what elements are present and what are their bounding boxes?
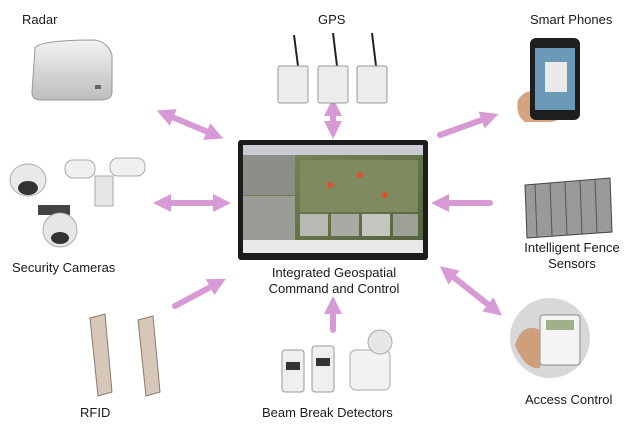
- label-gps: GPS: [318, 12, 346, 27]
- label-fence-line1: Intelligent Fence: [524, 240, 620, 255]
- command-monitor-icon: [238, 140, 428, 260]
- label-smart-phones: Smart Phones: [530, 12, 613, 27]
- label-beam-break: Beam Break Detectors: [262, 405, 393, 420]
- label-fence-line2: Sensors: [548, 256, 596, 271]
- label-rfid: RFID: [80, 405, 111, 420]
- smartphone-icon: [517, 38, 580, 122]
- label-access-control: Access Control: [525, 392, 613, 407]
- connection-arrows: [153, 98, 503, 333]
- security-camera-icon: [9, 157, 146, 248]
- radar-dome-icon: [31, 39, 113, 101]
- fence-sensor-icon: [524, 177, 613, 239]
- label-fence: Intelligent Fence Sensors: [520, 240, 624, 272]
- label-radar: Radar: [22, 12, 58, 27]
- access-keypad-icon: [510, 298, 590, 378]
- label-center-title: Integrated Geospatial Command and Contro…: [261, 265, 407, 297]
- label-security-cameras: Security Cameras: [12, 260, 116, 275]
- arrow-rfid: [172, 278, 226, 309]
- gps-transmitter-icon: [277, 32, 388, 104]
- rfid-gate-icon: [89, 313, 161, 397]
- arrow-phones: [437, 111, 499, 138]
- label-center-line1: Integrated Geospatial: [271, 265, 397, 280]
- arrow-access: [439, 266, 503, 316]
- label-center-line2: Command and Control: [268, 281, 400, 296]
- arrow-radar: [156, 109, 224, 140]
- beam-detector-icon: [281, 329, 393, 393]
